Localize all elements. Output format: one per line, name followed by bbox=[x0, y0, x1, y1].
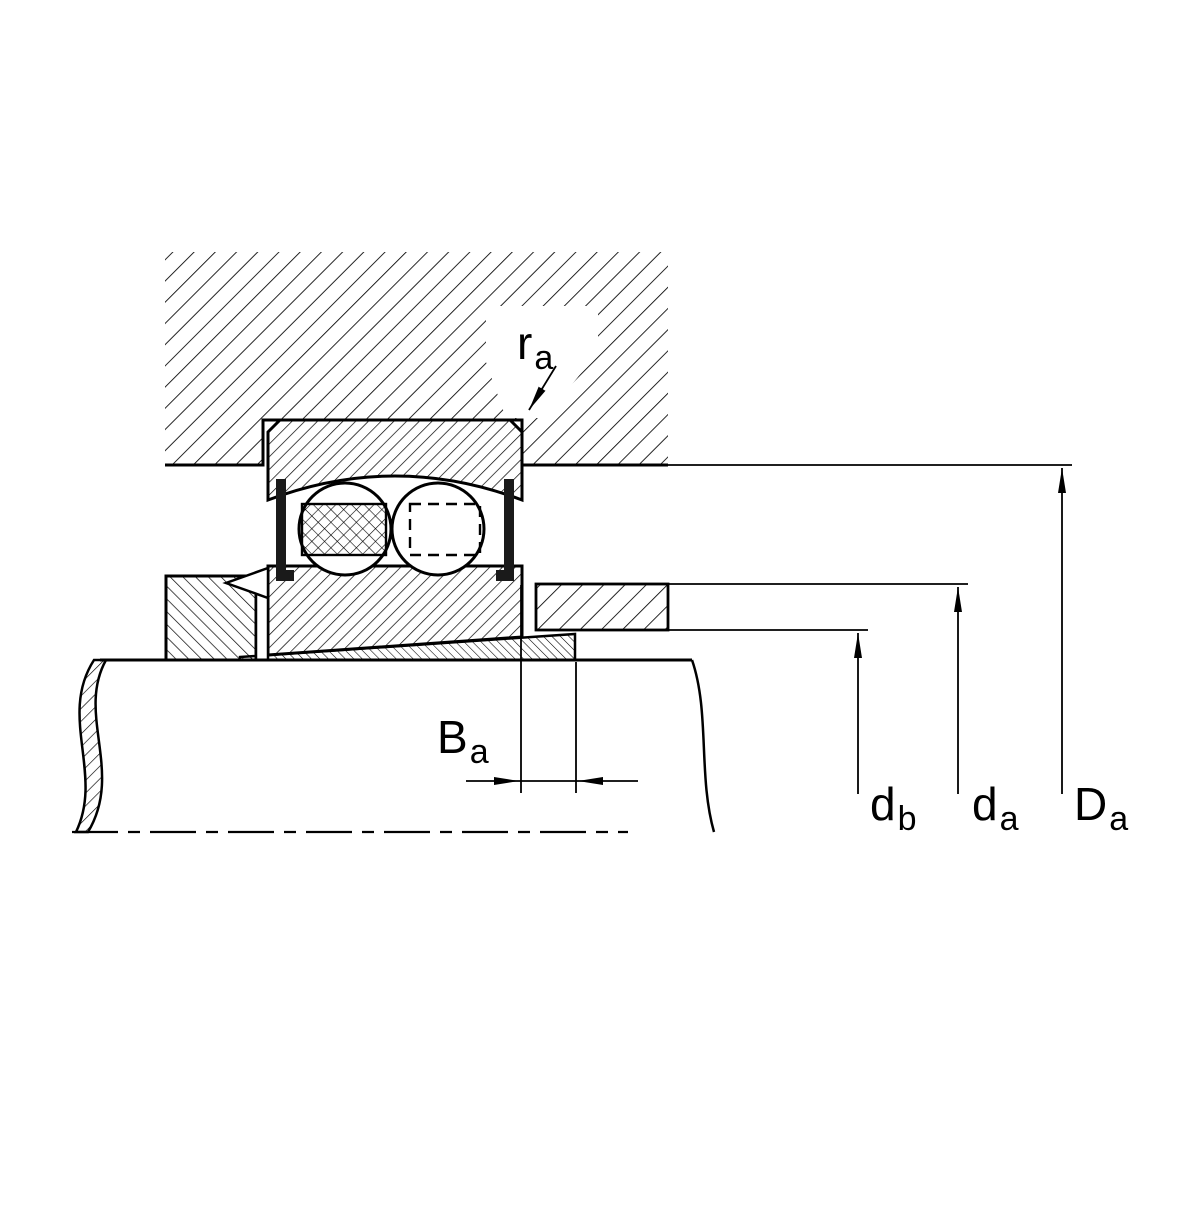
shaft-break-right bbox=[690, 659, 716, 833]
cage-pocket-dashed bbox=[408, 502, 482, 557]
seal-right bbox=[496, 479, 514, 581]
hatch-break-around-ra-label bbox=[486, 306, 598, 418]
ra-label: ra bbox=[517, 317, 553, 377]
bearing-outer-ring bbox=[266, 418, 524, 503]
seal-left bbox=[276, 479, 294, 581]
lock-washer-tab bbox=[222, 566, 270, 600]
ball-right bbox=[390, 481, 486, 577]
shaft-break-left bbox=[74, 658, 109, 834]
ra-leader-arrow bbox=[528, 365, 557, 411]
Da-label: Da bbox=[1074, 778, 1128, 838]
da-label: da bbox=[972, 778, 1019, 838]
db-label: db bbox=[870, 778, 917, 838]
cage-section-crosshatch bbox=[300, 502, 388, 557]
abutment-ring-section bbox=[534, 582, 670, 632]
Ba-label: Ba bbox=[437, 711, 489, 771]
